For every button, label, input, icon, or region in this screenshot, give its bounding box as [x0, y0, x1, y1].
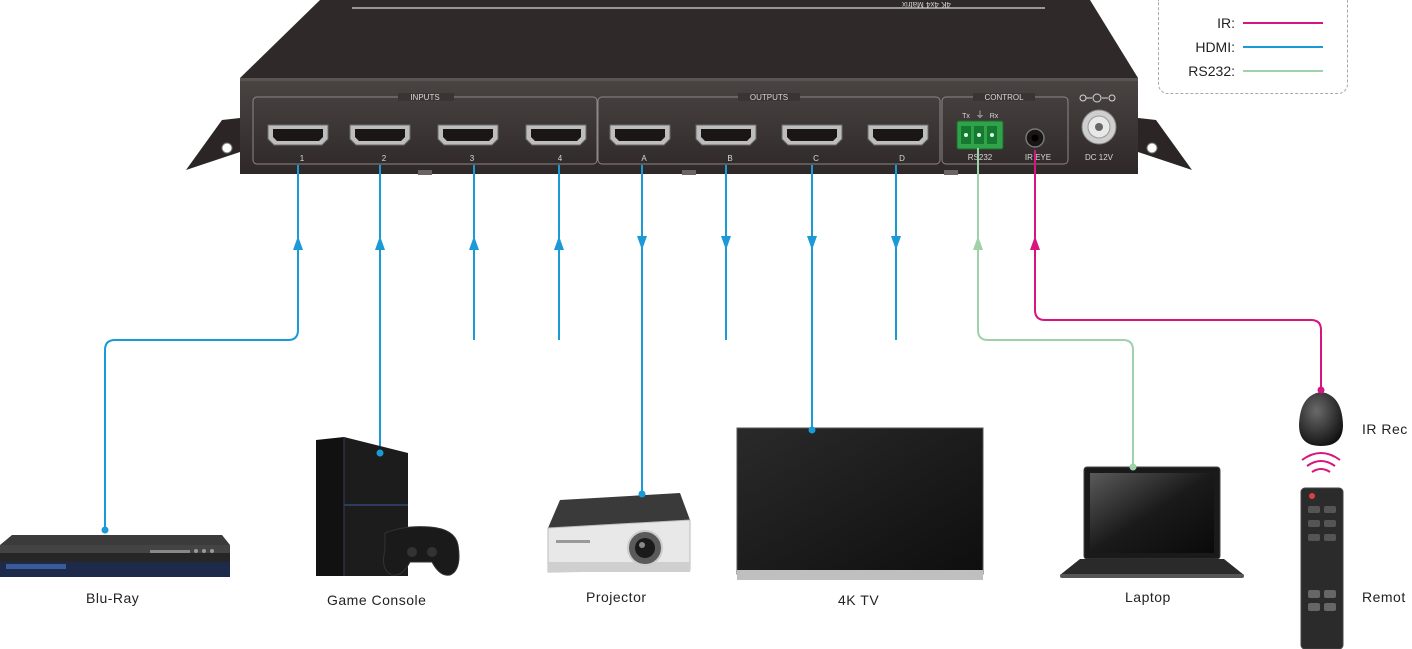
- dc-polarity-icon: [1079, 93, 1116, 103]
- hdmi-output-port-B-label: B: [727, 154, 732, 163]
- dc-power-port[interactable]: [1081, 109, 1117, 145]
- hdmi-input-port-2-label: 2: [382, 154, 387, 163]
- rs232-ground-icon: ⏚: [975, 110, 984, 121]
- chassis-top: [240, 0, 1138, 78]
- ir-eye-port[interactable]: [1025, 128, 1045, 148]
- legend-swatch: [1243, 22, 1323, 24]
- mount-ear-right: [1138, 118, 1192, 170]
- label-game-console: Game Console: [327, 592, 427, 608]
- arrow-up-icon: [375, 236, 385, 250]
- legend: IR: HDMI: RS232:: [1158, 0, 1348, 94]
- dc-label: DC 12V: [1085, 153, 1114, 162]
- legend-label: IR:: [1217, 15, 1235, 31]
- ir-eye-label: IR EYE: [1025, 153, 1051, 162]
- arrow-up-icon: [293, 236, 303, 250]
- inputs-label: INPUTS: [410, 93, 439, 102]
- hdmi-input-port-3[interactable]: 3: [437, 124, 499, 163]
- legend-item-ir: IR:: [1217, 14, 1323, 32]
- label-bluray: Blu-Ray: [86, 590, 140, 606]
- hdmi-input-port-1[interactable]: 1: [267, 124, 329, 163]
- arrow-up-icon: [469, 236, 479, 250]
- hdmi-output-port-D-label: D: [899, 154, 905, 163]
- legend-item-hdmi: HDMI:: [1195, 38, 1323, 56]
- led-indicator: [418, 170, 432, 175]
- hdmi-output-port-A[interactable]: A: [609, 124, 671, 163]
- chassis-top-label: 4K 4x4 Matrix: [902, 0, 951, 9]
- hdmi-output-port-C-label: C: [813, 154, 819, 163]
- hdmi-input-port-4[interactable]: 4: [525, 124, 587, 163]
- ir-receiver-icon: [1299, 386, 1343, 446]
- game-console-icon: [316, 437, 460, 576]
- legend-label: HDMI:: [1195, 39, 1235, 55]
- control-label: CONTROL: [984, 93, 1024, 102]
- legend-swatch: [1243, 70, 1323, 72]
- bluray-player-icon: [0, 526, 230, 577]
- mount-ear-left: [186, 118, 240, 170]
- ir-line-receiver: [1034, 150, 1322, 390]
- hdmi-output-port-C[interactable]: C: [781, 124, 843, 163]
- legend-swatch: [1243, 46, 1323, 48]
- wireless-signal-icon: [1301, 452, 1341, 473]
- led-indicator: [682, 170, 696, 175]
- label-remote: Remot: [1362, 589, 1406, 605]
- hdmi-output-port-A-label: A: [641, 154, 647, 163]
- label-laptop: Laptop: [1125, 589, 1171, 605]
- rs232-tx-label: Tx: [962, 113, 970, 120]
- arrows: [293, 236, 1040, 250]
- arrow-up-icon: [973, 236, 983, 250]
- rs232-label: RS232: [968, 153, 993, 162]
- hdmi-input-port-3-label: 3: [470, 154, 475, 163]
- hdmi-output-port-D[interactable]: D: [867, 124, 929, 163]
- label-ir-receiver: IR Rec: [1362, 421, 1408, 437]
- legend-label: RS232:: [1188, 63, 1235, 79]
- hdmi-input-port-4-label: 4: [558, 154, 563, 163]
- arrow-up-icon: [1030, 236, 1040, 250]
- arrow-down-icon: [637, 236, 647, 250]
- arrow-down-icon: [891, 236, 901, 250]
- matrix-switcher: 4K 4x4 Matrix INPUTS OUTPUTS CONTROL 1 2 3…: [186, 0, 1192, 175]
- arrow-up-icon: [554, 236, 564, 250]
- arrow-down-icon: [807, 236, 817, 250]
- hdmi-input-port-2[interactable]: 2: [349, 124, 411, 163]
- laptop-icon: [1060, 463, 1244, 578]
- remote-control-icon: [1300, 487, 1344, 649]
- led-indicator: [944, 170, 958, 175]
- label-4k-tv: 4K TV: [838, 592, 880, 608]
- connection-lines: [104, 148, 1322, 530]
- projector-icon: [547, 490, 691, 573]
- label-projector: Projector: [586, 589, 647, 605]
- rs232-line-laptop: [977, 148, 1134, 467]
- tv-icon: [736, 426, 984, 580]
- hdmi-output-port-B[interactable]: B: [695, 124, 757, 163]
- rs232-port[interactable]: [956, 120, 1004, 150]
- outputs-label: OUTPUTS: [750, 93, 788, 102]
- hdmi-line-bluray: [104, 165, 299, 530]
- arrow-down-icon: [721, 236, 731, 250]
- rs232-rx-label: Rx: [990, 113, 999, 120]
- legend-item-rs232: RS232:: [1188, 62, 1323, 80]
- hdmi-input-port-1-label: 1: [300, 154, 305, 163]
